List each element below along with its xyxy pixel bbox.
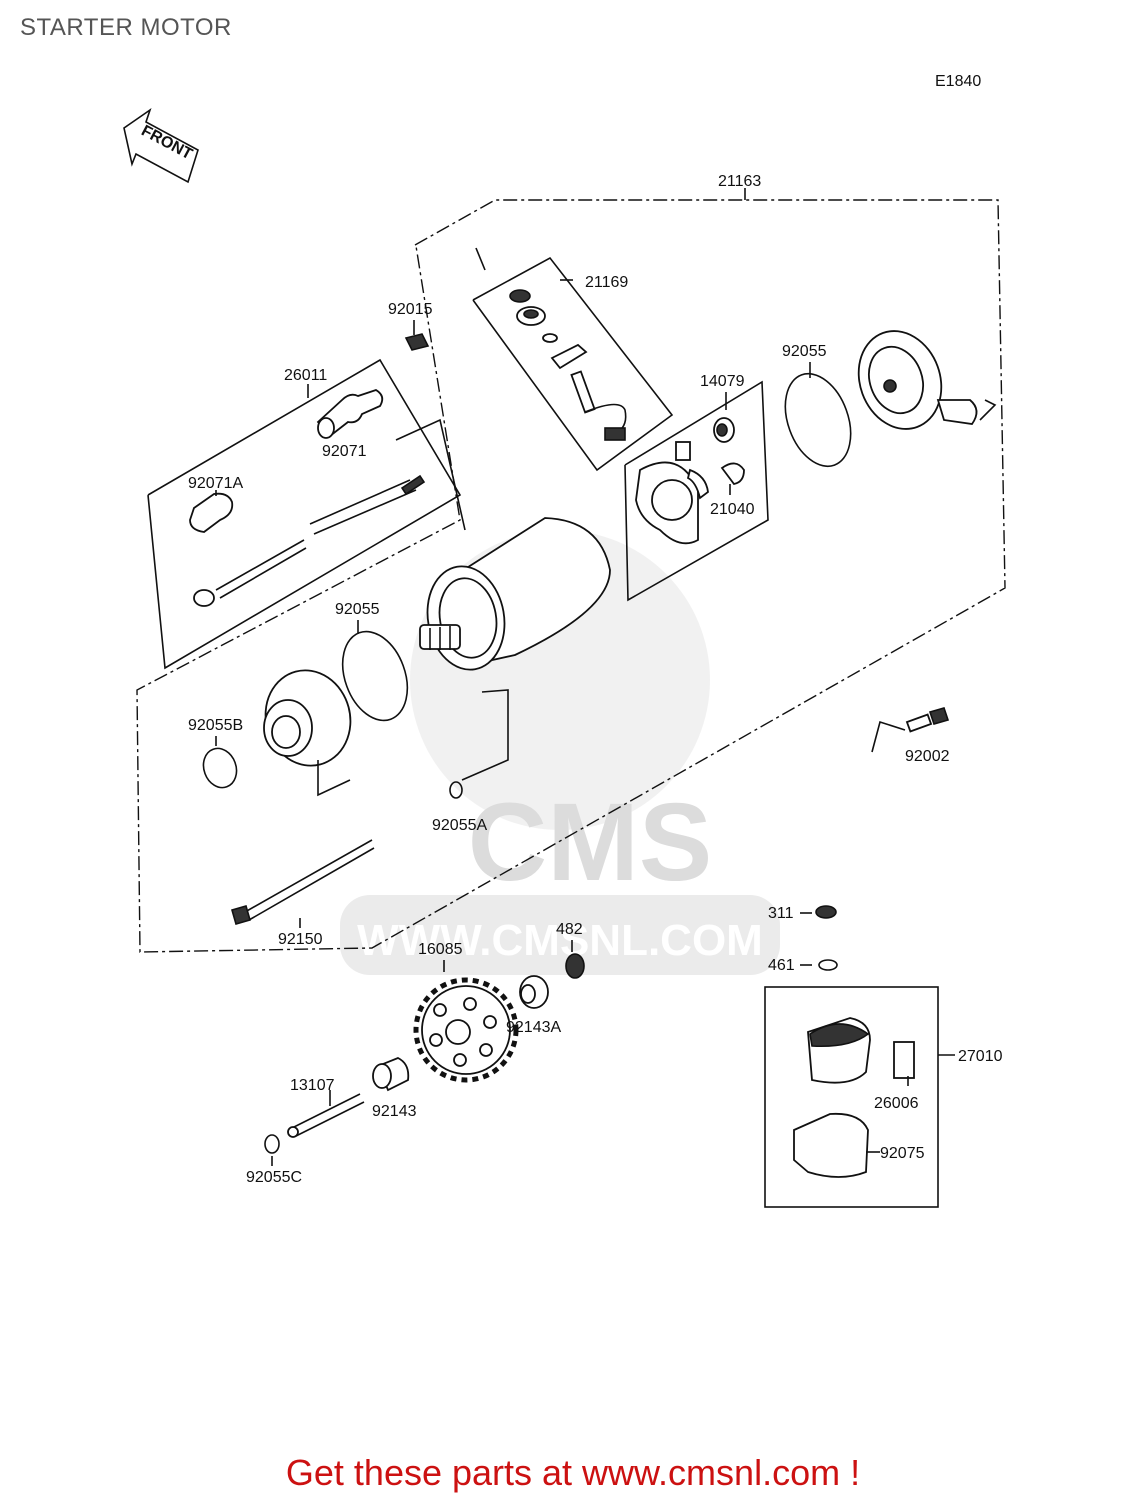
part-311 [815,905,837,919]
label-92055B: 92055B [188,717,243,734]
part-461 [818,959,838,971]
page-title: STARTER MOTOR [20,14,232,41]
watermark-url: WWW.CMSNL.COM [357,916,763,965]
brush-parts [509,289,627,441]
part-92055C [264,1134,280,1154]
label-13107: 13107 [290,1077,335,1094]
svg-text:92071A: 92071A [188,475,243,492]
part-92002 [871,707,950,753]
watermark: CMS WWW.CMSNL.COM [340,530,780,975]
label-92055-top: 92055 [782,343,827,360]
label-21163: 21163 [718,173,761,190]
part-92143 [372,1057,410,1092]
label-26006: 26006 [874,1095,919,1112]
label-92143A: 92143A [506,1019,561,1036]
part-13107-shaft [287,1090,365,1138]
part-92055-oring-top [784,372,852,468]
part-92015 [404,333,430,351]
cable-parts: 92071 92071A [188,389,426,607]
part-16085-gear [413,977,519,1083]
label-92143: 92143 [372,1103,417,1120]
label-92075: 92075 [880,1145,925,1162]
label-14079: 14079 [700,373,745,390]
brush-holder-box [472,247,674,472]
label-26011: 26011 [284,367,327,384]
label-92055C: 92055C [246,1169,302,1186]
svg-text:92071: 92071 [322,443,367,460]
end-cover-part [857,330,997,430]
label-92150: 92150 [278,931,323,948]
label-27010: 27010 [958,1048,1003,1065]
part-92055-oring-mid [341,630,409,722]
part-92150 [231,839,375,928]
label-16085: 16085 [418,941,463,958]
label-21040: 21040 [710,501,755,518]
label-482: 482 [556,921,583,938]
part-482 [565,953,585,979]
front-cover-part [263,669,509,797]
motor-body-part [419,517,611,671]
label-92055A: 92055A [432,817,487,834]
part-92143A [519,975,549,1009]
svg-text:FRONT: FRONT [138,122,195,163]
label-92015: 92015 [388,301,433,318]
cable-box-26011 [147,358,466,670]
plate-parts [635,417,745,545]
front-arrow-icon: FRONT [123,107,199,184]
label-21169: 21169 [585,274,628,291]
label-461: 461 [768,957,795,974]
watermark-brand: CMS [468,781,712,904]
part-92055A [449,781,463,799]
footer-link[interactable]: Get these parts at www.cmsnl.com ! [285,1452,861,1493]
part-92055B [202,747,238,789]
plate-box-14079 [624,380,769,602]
label-311: 311 [768,905,794,922]
label-92002: 92002 [905,748,950,765]
diagram-code: E1840 [935,73,981,90]
label-92055-mid: 92055 [335,601,380,618]
assembly-outline-21163 [136,188,1006,953]
relay-box-27010 [764,986,955,1208]
